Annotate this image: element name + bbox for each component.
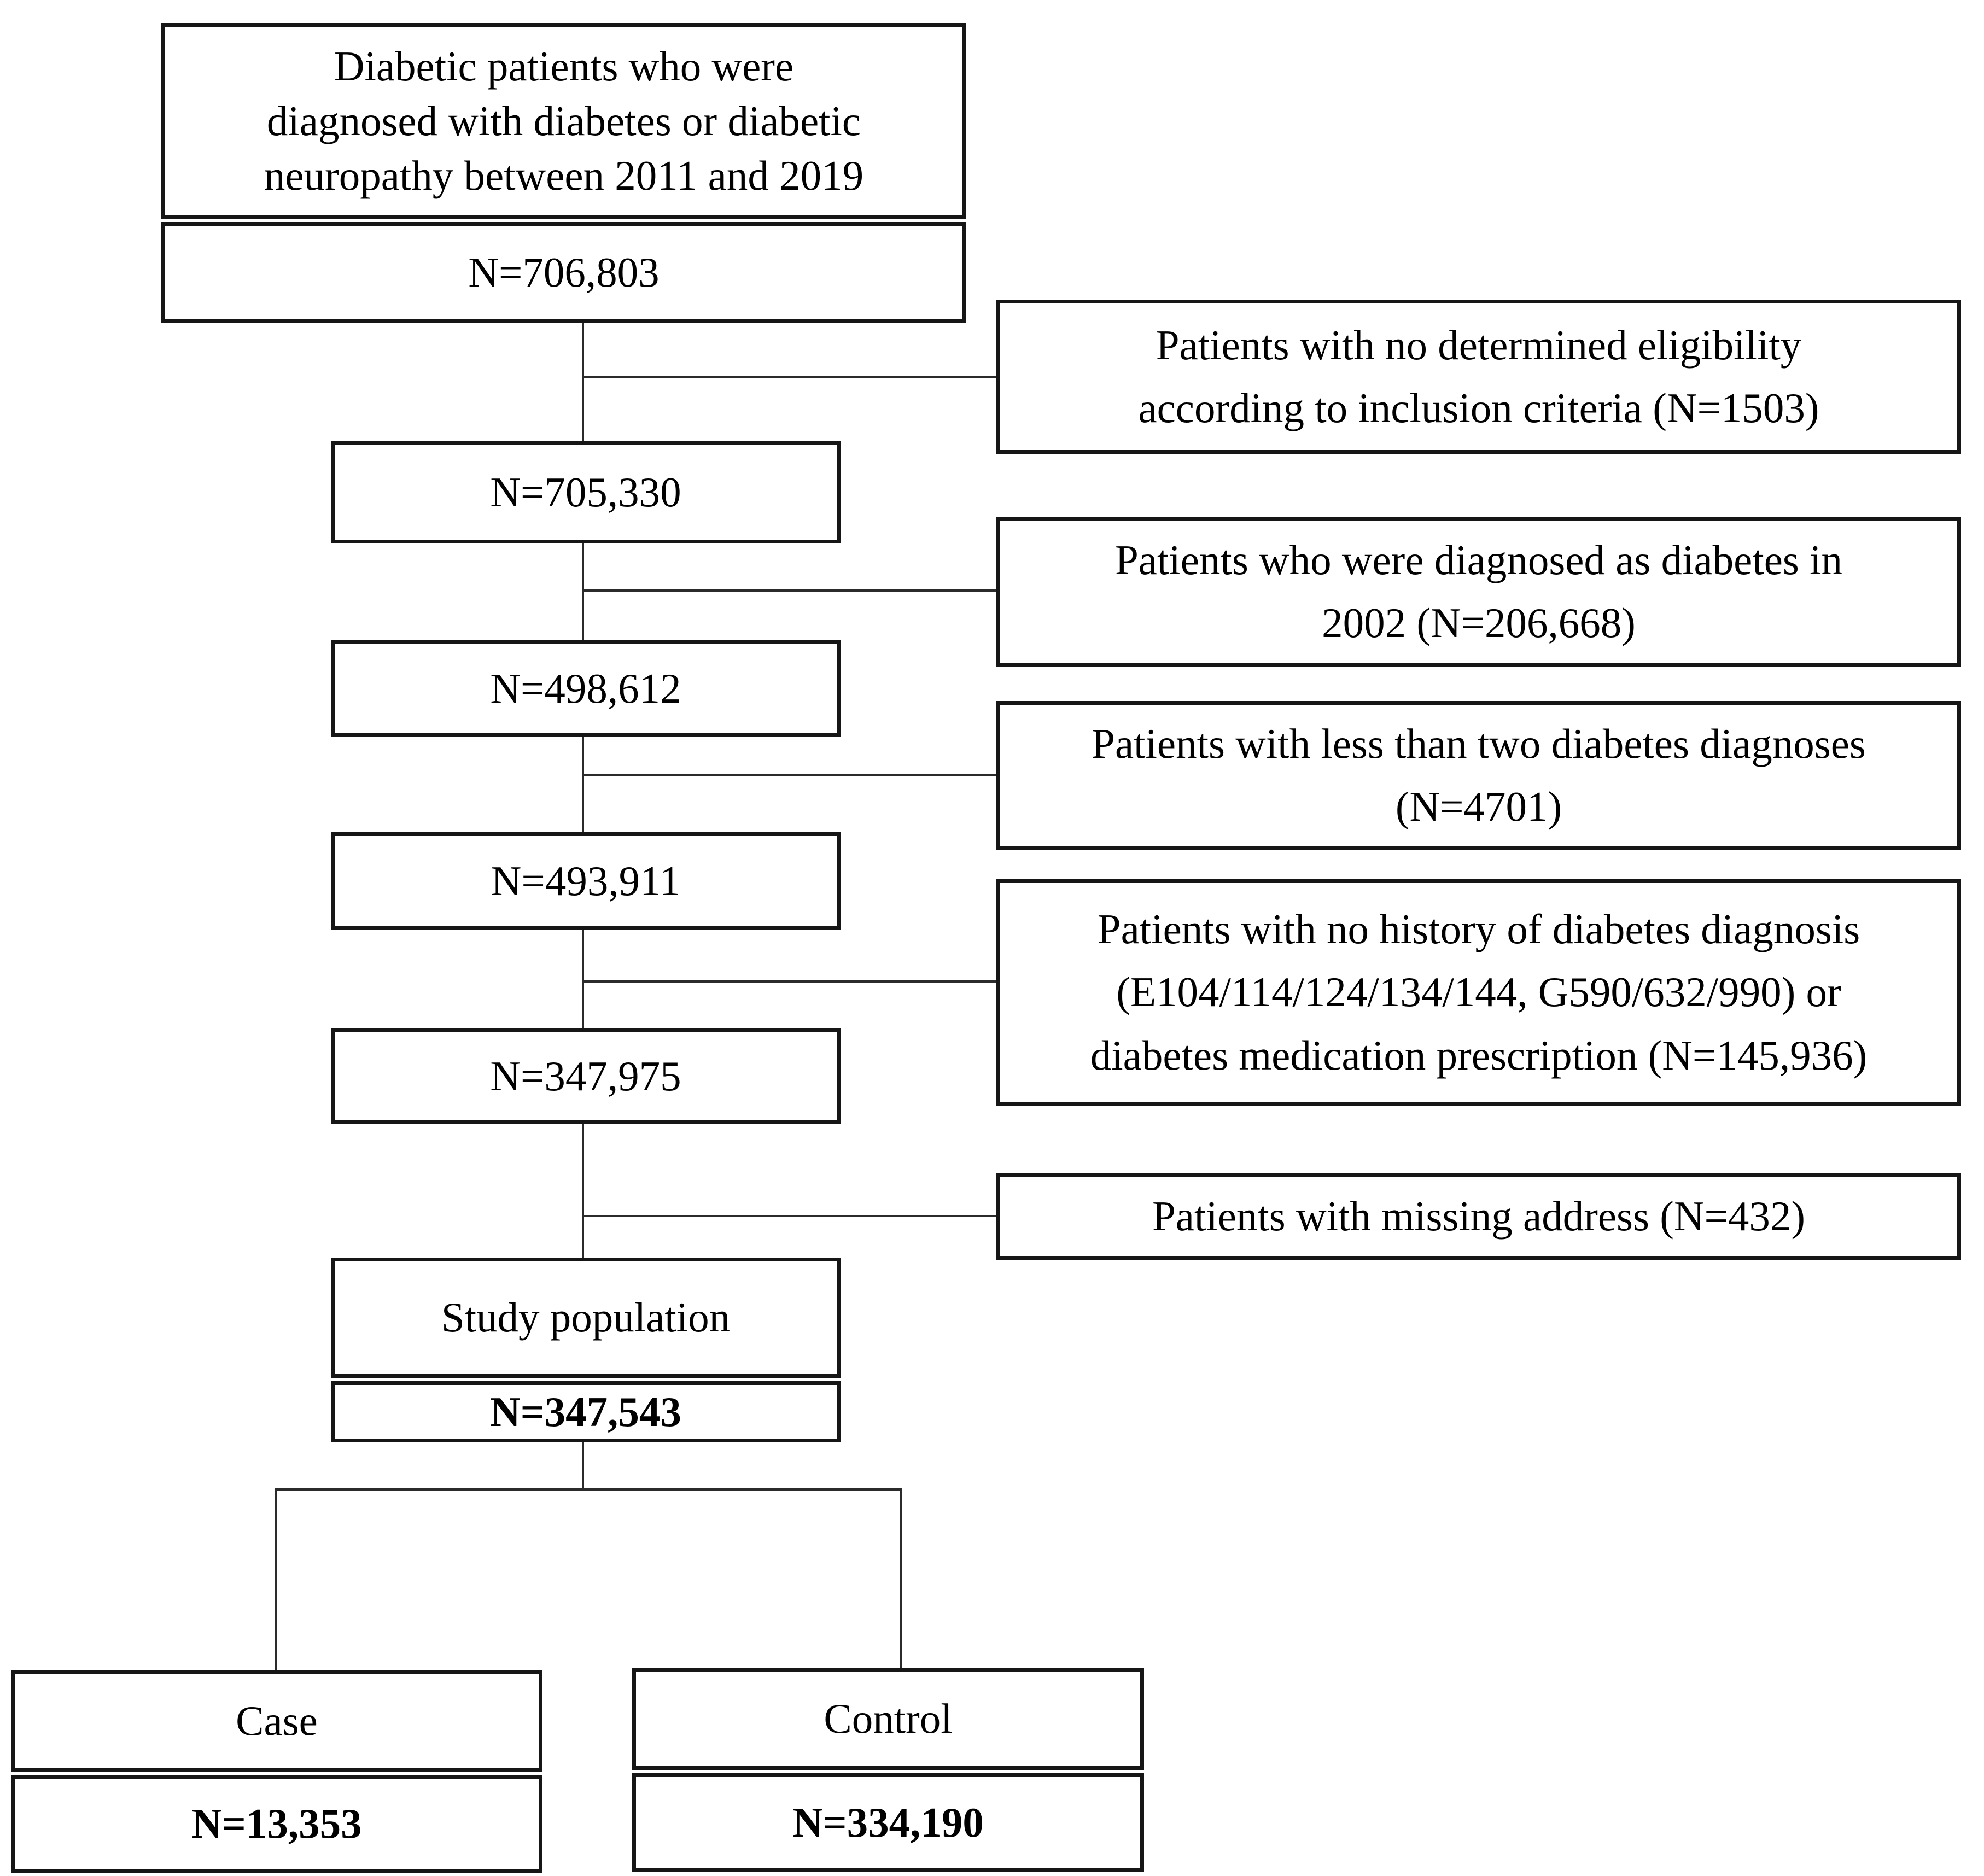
step-count-after-2002: N=498,612 <box>490 664 681 712</box>
step-box-after-2002: N=498,612 <box>331 640 841 737</box>
control-count: N=334,190 <box>792 1798 984 1846</box>
exclusion-no-history-line-3: diabetes medication prescription (N=145,… <box>1090 1031 1868 1079</box>
source-line-1: Diabetic patients who were <box>334 42 794 90</box>
branch-horizontal-line <box>275 1488 902 1491</box>
spine-segment-3 <box>582 737 584 833</box>
case-label: Case <box>236 1697 318 1744</box>
source-box-description: Diabetic patients who were diagnosed wit… <box>161 23 966 219</box>
exclusion-2002-line-2: 2002 (N=206,668) <box>1322 599 1636 646</box>
case-count: N=13,353 <box>191 1800 362 1848</box>
control-count-box: N=334,190 <box>632 1773 1144 1872</box>
study-population-label: Study population <box>441 1294 731 1341</box>
exclusion-no-history-line-2: (E104/114/124/134/144, G590/632/990) or <box>1116 968 1841 1016</box>
exclusion-two-diagnoses-line-1: Patients with less than two diabetes dia… <box>1092 720 1866 767</box>
exclusion-no-history-line-1: Patients with no history of diabetes dia… <box>1097 905 1860 952</box>
control-label: Control <box>824 1694 953 1742</box>
exclusion-connector-3 <box>584 774 996 776</box>
step-count-after-eligibility: N=705,330 <box>490 468 681 516</box>
step-count-after-no-history: N=347,975 <box>490 1052 681 1100</box>
source-box-count: N=706,803 <box>161 222 966 323</box>
exclusion-missing-address-line-1: Patients with missing address (N=432) <box>1152 1193 1806 1240</box>
source-line-3: neuropathy between 2011 and 2019 <box>264 152 864 200</box>
study-population-count-box: N=347,543 <box>331 1381 841 1442</box>
exclusion-connector-4 <box>584 980 996 983</box>
study-population-count: N=347,543 <box>490 1388 681 1435</box>
exclusion-eligibility-line-1: Patients with no determined eligibility <box>1156 321 1802 369</box>
case-label-box: Case <box>11 1670 542 1772</box>
branch-left-line <box>275 1488 277 1672</box>
study-population-label-box: Study population <box>331 1258 841 1378</box>
exclusion-connector-5 <box>584 1215 996 1217</box>
exclusion-two-diagnoses-line-2: (N=4701) <box>1395 783 1562 830</box>
spine-segment-4 <box>582 930 584 1029</box>
exclusion-box-missing-address: Patients with missing address (N=432) <box>996 1173 1961 1260</box>
spine-segment-1 <box>582 323 584 442</box>
exclusion-connector-2 <box>584 589 996 592</box>
spine-segment-2 <box>582 543 584 641</box>
exclusion-connector-1 <box>584 376 996 378</box>
study-to-branch-line <box>582 1442 584 1491</box>
case-count-box: N=13,353 <box>11 1775 542 1873</box>
exclusion-eligibility-line-2: according to inclusion criteria (N=1503) <box>1138 384 1819 431</box>
step-box-after-eligibility: N=705,330 <box>331 441 841 543</box>
exclusion-box-no-history: Patients with no history of diabetes dia… <box>996 879 1961 1106</box>
control-label-box: Control <box>632 1668 1144 1770</box>
branch-right-line <box>900 1488 902 1669</box>
exclusion-box-two-diagnoses: Patients with less than two diabetes dia… <box>996 701 1961 850</box>
step-box-after-two-diagnoses: N=493,911 <box>331 832 841 930</box>
exclusion-2002-line-1: Patients who were diagnosed as diabetes … <box>1114 536 1843 583</box>
exclusion-box-diagnosed-2002: Patients who were diagnosed as diabetes … <box>996 517 1961 667</box>
spine-segment-5 <box>582 1124 584 1259</box>
source-count: N=706,803 <box>468 248 660 296</box>
source-line-2: diagnosed with diabetes or diabetic <box>266 97 861 144</box>
step-count-after-two-diagnoses: N=493,911 <box>491 857 681 904</box>
exclusion-box-eligibility: Patients with no determined eligibility … <box>996 300 1961 454</box>
step-box-after-no-history: N=347,975 <box>331 1028 841 1124</box>
